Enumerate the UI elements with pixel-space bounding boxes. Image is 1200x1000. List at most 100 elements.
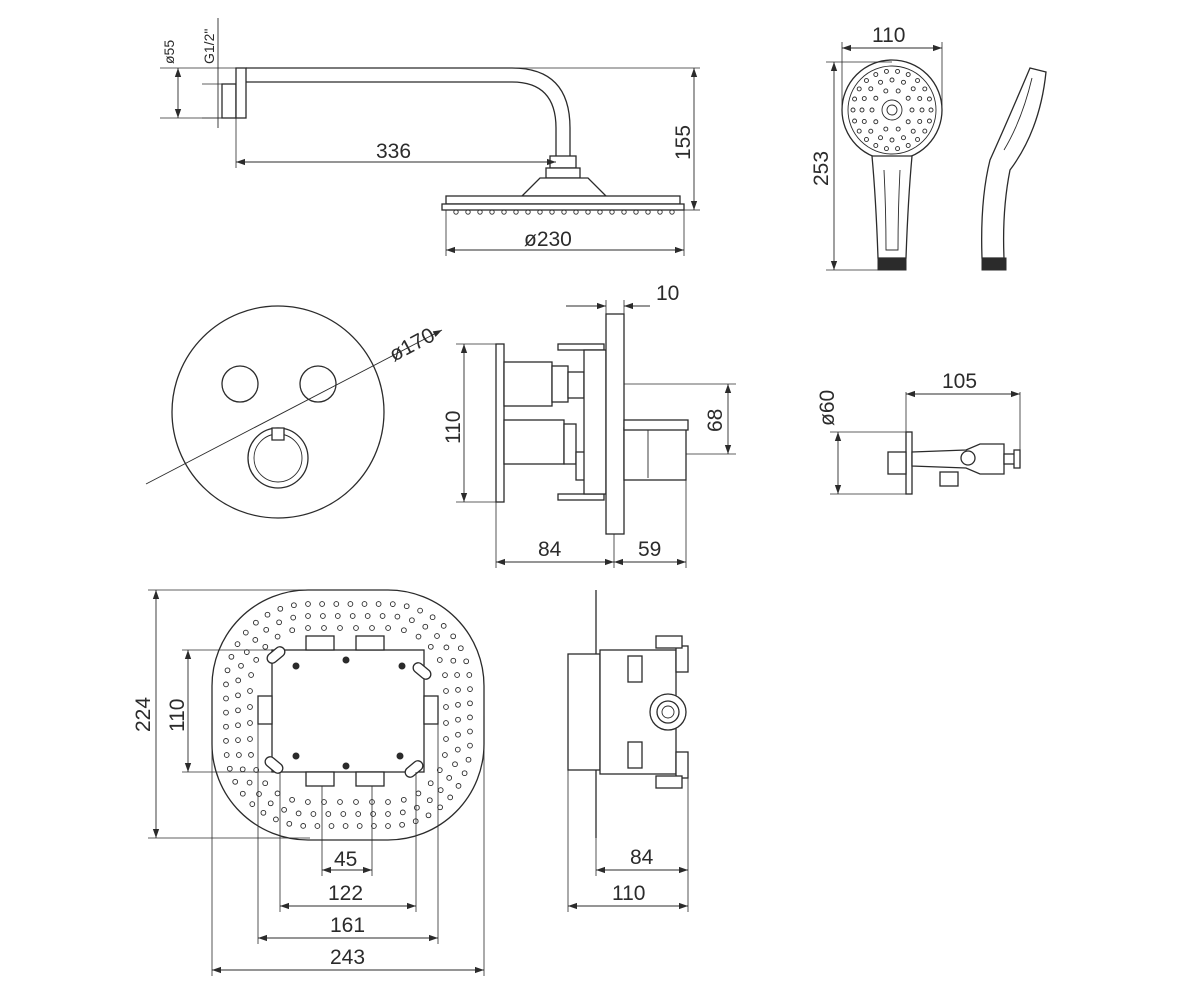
head-nozzles (453, 209, 675, 215)
dot (242, 629, 249, 636)
dot (434, 633, 440, 639)
dot (340, 811, 347, 817)
dot (455, 731, 461, 738)
dot (909, 107, 915, 113)
dot (466, 672, 473, 678)
dot (364, 613, 371, 619)
dot (850, 107, 856, 113)
dim-plate-diameter: ø170 (386, 324, 439, 367)
dot (223, 723, 229, 730)
dim-valve-offset: 68 (704, 409, 727, 432)
dot (525, 209, 531, 215)
dot (443, 704, 449, 710)
dot (247, 720, 253, 726)
dot (869, 107, 875, 113)
dot (314, 823, 321, 829)
dot (371, 823, 377, 829)
dim-box-side-depth: 84 (630, 846, 654, 869)
dot (403, 603, 410, 610)
dot (276, 619, 282, 626)
dot (561, 209, 567, 215)
dot (537, 209, 543, 215)
dot (868, 128, 874, 134)
dot (355, 811, 362, 817)
dot (609, 209, 615, 215)
dot (267, 800, 274, 807)
dot (436, 767, 443, 773)
dot (247, 688, 253, 694)
dot (873, 72, 879, 77)
dot (253, 619, 259, 626)
dot (337, 799, 343, 805)
dot (443, 644, 450, 651)
dot (236, 752, 242, 758)
dim-valve-projection: 59 (638, 538, 661, 561)
shower-holder-view: 105 ø60 (816, 370, 1021, 495)
dot (429, 614, 436, 621)
dot (883, 68, 889, 74)
dot (467, 700, 473, 707)
dot (305, 613, 311, 619)
dim-box-width-243: 243 (330, 946, 365, 969)
dot (895, 146, 901, 152)
dot (859, 107, 865, 113)
hand-nozzles (850, 68, 934, 152)
dot (328, 823, 335, 829)
dot (409, 617, 415, 624)
dot (443, 720, 449, 726)
dot (273, 816, 279, 823)
dot (910, 128, 916, 134)
dot (878, 79, 883, 85)
dot (235, 677, 242, 684)
dot (337, 625, 343, 631)
dot (440, 623, 447, 629)
dot (463, 658, 470, 665)
dot (281, 806, 287, 813)
dot (249, 801, 256, 807)
dot (264, 611, 271, 618)
dim-valve-depth: 84 (538, 538, 562, 561)
dot (235, 722, 241, 729)
dot (253, 657, 260, 663)
dim-box-inner-height: 110 (166, 699, 189, 732)
dim-head-diameter: ø230 (524, 228, 572, 251)
dot (224, 667, 231, 674)
dot (235, 692, 241, 699)
dot (247, 736, 253, 742)
dim-box-height: 224 (132, 697, 155, 732)
dot (856, 86, 862, 92)
dot (905, 119, 911, 125)
dot (305, 601, 311, 607)
dot (239, 790, 246, 797)
dim-box-side-total: 110 (612, 882, 645, 905)
dot (873, 119, 879, 125)
dot (447, 794, 454, 801)
dot (389, 601, 396, 607)
dim-arm-drop: 155 (672, 125, 695, 160)
dot (864, 137, 869, 142)
dot (289, 627, 296, 634)
dot (385, 823, 391, 829)
dot (467, 728, 473, 735)
mounting-box-side-view: 84 110 (567, 590, 689, 912)
dot (910, 86, 916, 92)
dot (385, 811, 391, 817)
dot (454, 672, 460, 678)
dot (277, 605, 284, 612)
dot (454, 746, 461, 753)
dot (446, 775, 453, 781)
dot (325, 811, 332, 817)
dot (477, 209, 483, 215)
dot (260, 809, 267, 816)
dot (310, 811, 317, 817)
dot (442, 672, 448, 678)
dot (400, 796, 407, 803)
dot (223, 695, 229, 702)
dot (657, 209, 663, 215)
dot (883, 126, 889, 132)
dim-plate-thickness: 10 (656, 282, 679, 305)
dot (235, 737, 241, 743)
dot (290, 614, 297, 621)
dot (443, 736, 449, 742)
